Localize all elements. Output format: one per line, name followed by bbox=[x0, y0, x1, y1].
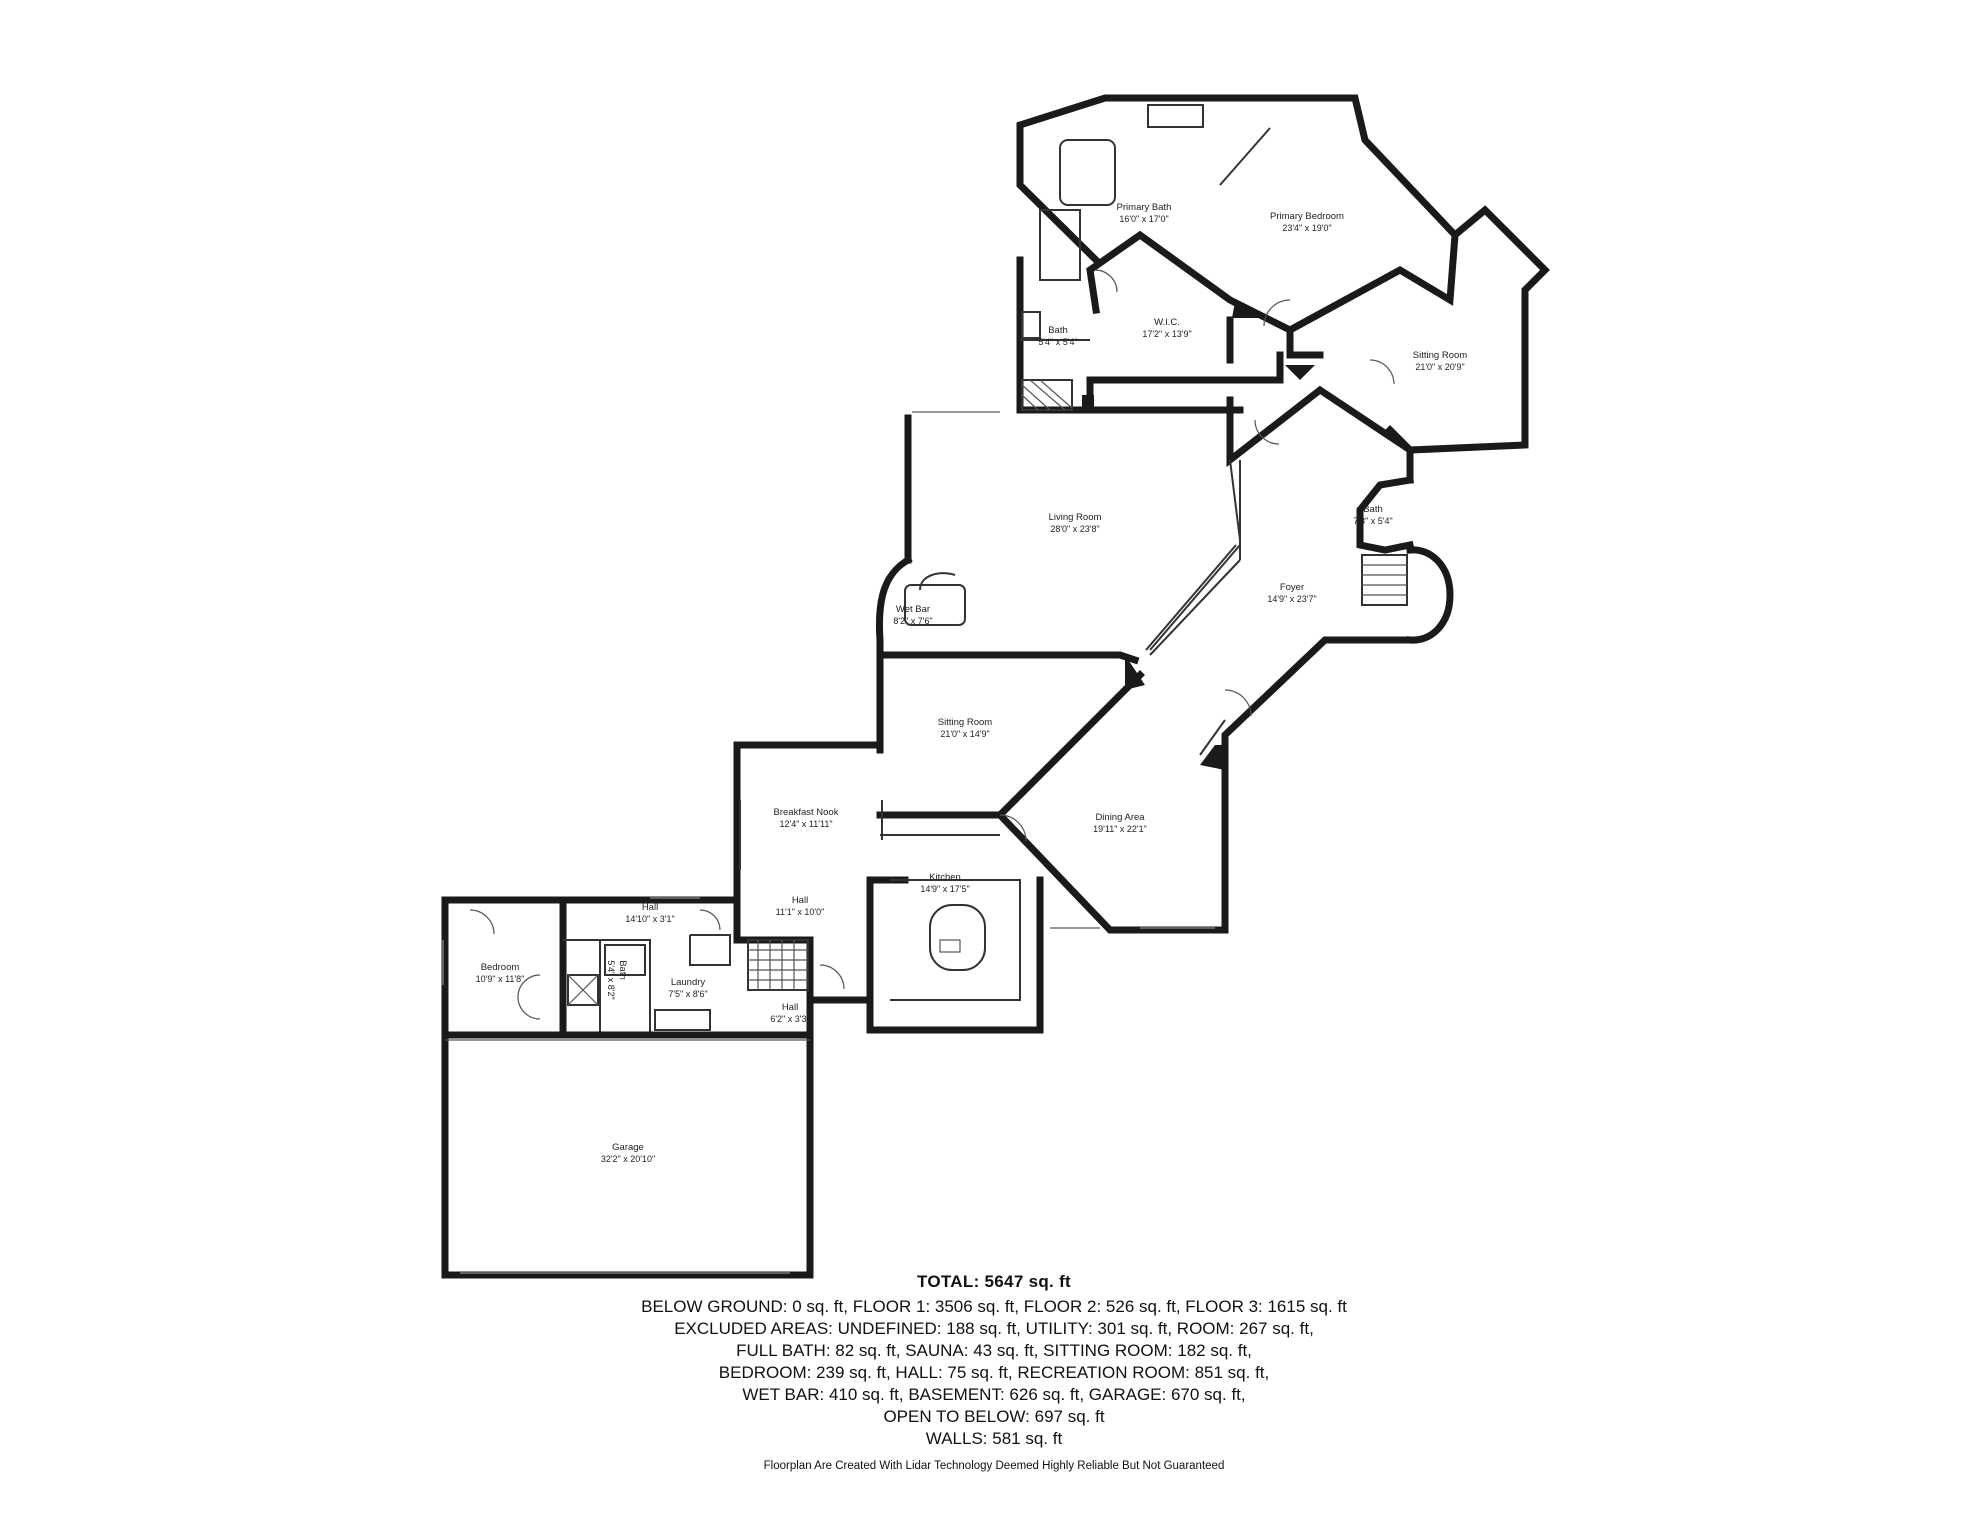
room-name: Sitting Room bbox=[1413, 350, 1467, 361]
area-line: FULL BATH: 82 sq. ft, SAUNA: 43 sq. ft, … bbox=[736, 1341, 1252, 1360]
door-swings bbox=[469, 269, 1395, 1020]
room-dimensions: 6'2" x 3'3" bbox=[770, 1014, 809, 1024]
room-dimensions: 10'9" x 11'8" bbox=[476, 974, 525, 984]
room-dimensions: 14'10" x 3'1" bbox=[625, 914, 674, 924]
foyer-walls bbox=[1199, 385, 1454, 934]
room-dimensions: 21'0" x 20'9" bbox=[1415, 362, 1464, 372]
room-dimensions: 14'9" x 23'7" bbox=[1267, 594, 1316, 604]
total-area: TOTAL: 5647 sq. ft bbox=[916, 1272, 1072, 1291]
room-name: Living Room bbox=[1049, 512, 1102, 523]
room-name: Wet Bar bbox=[896, 604, 930, 615]
room-dimensions: 11'1" x 10'0" bbox=[776, 907, 825, 917]
room-name: Garage bbox=[612, 1142, 644, 1153]
primary-suite-walls bbox=[1016, 94, 1459, 414]
room-dimensions: 12'4" x 11'11" bbox=[779, 819, 832, 829]
room-name: Bedroom bbox=[481, 962, 520, 973]
kitchen-walls bbox=[866, 834, 1044, 1034]
area-breakdown: BELOW GROUND: 0 sq. ft, FLOOR 1: 3506 sq… bbox=[0, 1296, 1988, 1450]
room-dimensions: 21'0" x 14'9" bbox=[940, 729, 989, 739]
room-name: Primary Bedroom bbox=[1270, 211, 1344, 222]
room-name: Hall bbox=[792, 895, 808, 906]
area-line: EXCLUDED AREAS: UNDEFINED: 188 sq. ft, U… bbox=[674, 1319, 1314, 1338]
room-name: Kitchen bbox=[929, 872, 961, 883]
room-name: Foyer bbox=[1280, 582, 1304, 593]
area-line: BEDROOM: 239 sq. ft, HALL: 75 sq. ft, RE… bbox=[718, 1363, 1270, 1382]
dining-area-walls bbox=[995, 810, 1229, 934]
breakfast-nook-walls bbox=[733, 741, 884, 904]
room-dimensions: 17'2" x 13'9" bbox=[1142, 329, 1191, 339]
room-name: Dining Area bbox=[1095, 812, 1145, 823]
room-dimensions: 23'4" x 19'0" bbox=[1282, 223, 1331, 233]
room-name: Hall bbox=[782, 1002, 798, 1013]
area-line: WALLS: 581 sq. ft bbox=[925, 1429, 1063, 1448]
area-line: WET BAR: 410 sq. ft, BASEMENT: 626 sq. f… bbox=[742, 1385, 1246, 1404]
room-dimensions: 7'5" x 8'6" bbox=[668, 989, 707, 999]
area-line: BELOW GROUND: 0 sq. ft, FLOOR 1: 3506 sq… bbox=[641, 1297, 1347, 1316]
room-name: Bath bbox=[1048, 325, 1068, 336]
room-name: W.I.C. bbox=[1154, 317, 1180, 328]
disclaimer-note: Floorplan Are Created With Lidar Technol… bbox=[763, 1460, 1225, 1472]
room-dimensions: 28'0" x 23'8" bbox=[1050, 524, 1099, 534]
sitting-room-mid-walls bbox=[876, 651, 1145, 819]
living-diagonal bbox=[1145, 459, 1241, 651]
room-name: Laundry bbox=[671, 977, 706, 988]
room-dimensions: 8'2" x 7'6" bbox=[893, 616, 932, 626]
room-name: Hall bbox=[642, 902, 658, 913]
room-dimensions: 16'0" x 17'0" bbox=[1119, 214, 1168, 224]
room-dimensions: 19'11" x 22'1" bbox=[1093, 824, 1147, 834]
sitting-room-upper-walls bbox=[1232, 205, 1550, 454]
room-name: Sitting Room bbox=[938, 717, 992, 728]
room-dimensions: 5'4" x 5'4" bbox=[1038, 337, 1077, 347]
area-line: OPEN TO BELOW: 697 sq. ft bbox=[883, 1407, 1105, 1426]
room-dimensions: 14'9" x 17'5" bbox=[920, 884, 969, 894]
room-dimensions: 7'3" x 5'4" bbox=[1353, 516, 1392, 526]
living-room-walls bbox=[904, 406, 1244, 656]
room-dimensions: 5'4" x 8'2" bbox=[606, 960, 616, 999]
room-name: Bath bbox=[617, 960, 628, 980]
room-name: Primary Bath bbox=[1117, 202, 1172, 213]
room-name: Breakfast Nook bbox=[774, 807, 839, 818]
room-dimensions: 32'2" x 20'10" bbox=[601, 1154, 655, 1164]
primary-bath-fixtures bbox=[1021, 104, 1204, 339]
garage-walls bbox=[441, 1031, 814, 1279]
sauna-hatch bbox=[1021, 379, 1094, 411]
lower-wing-walls bbox=[441, 896, 874, 1039]
room-name: Bath bbox=[1363, 504, 1383, 515]
room-labels: Primary Bath 16'0" x 17'0" Primary Bedro… bbox=[476, 202, 1468, 1164]
foyer-stair bbox=[1361, 554, 1408, 606]
wet-bar-walls bbox=[875, 555, 966, 659]
